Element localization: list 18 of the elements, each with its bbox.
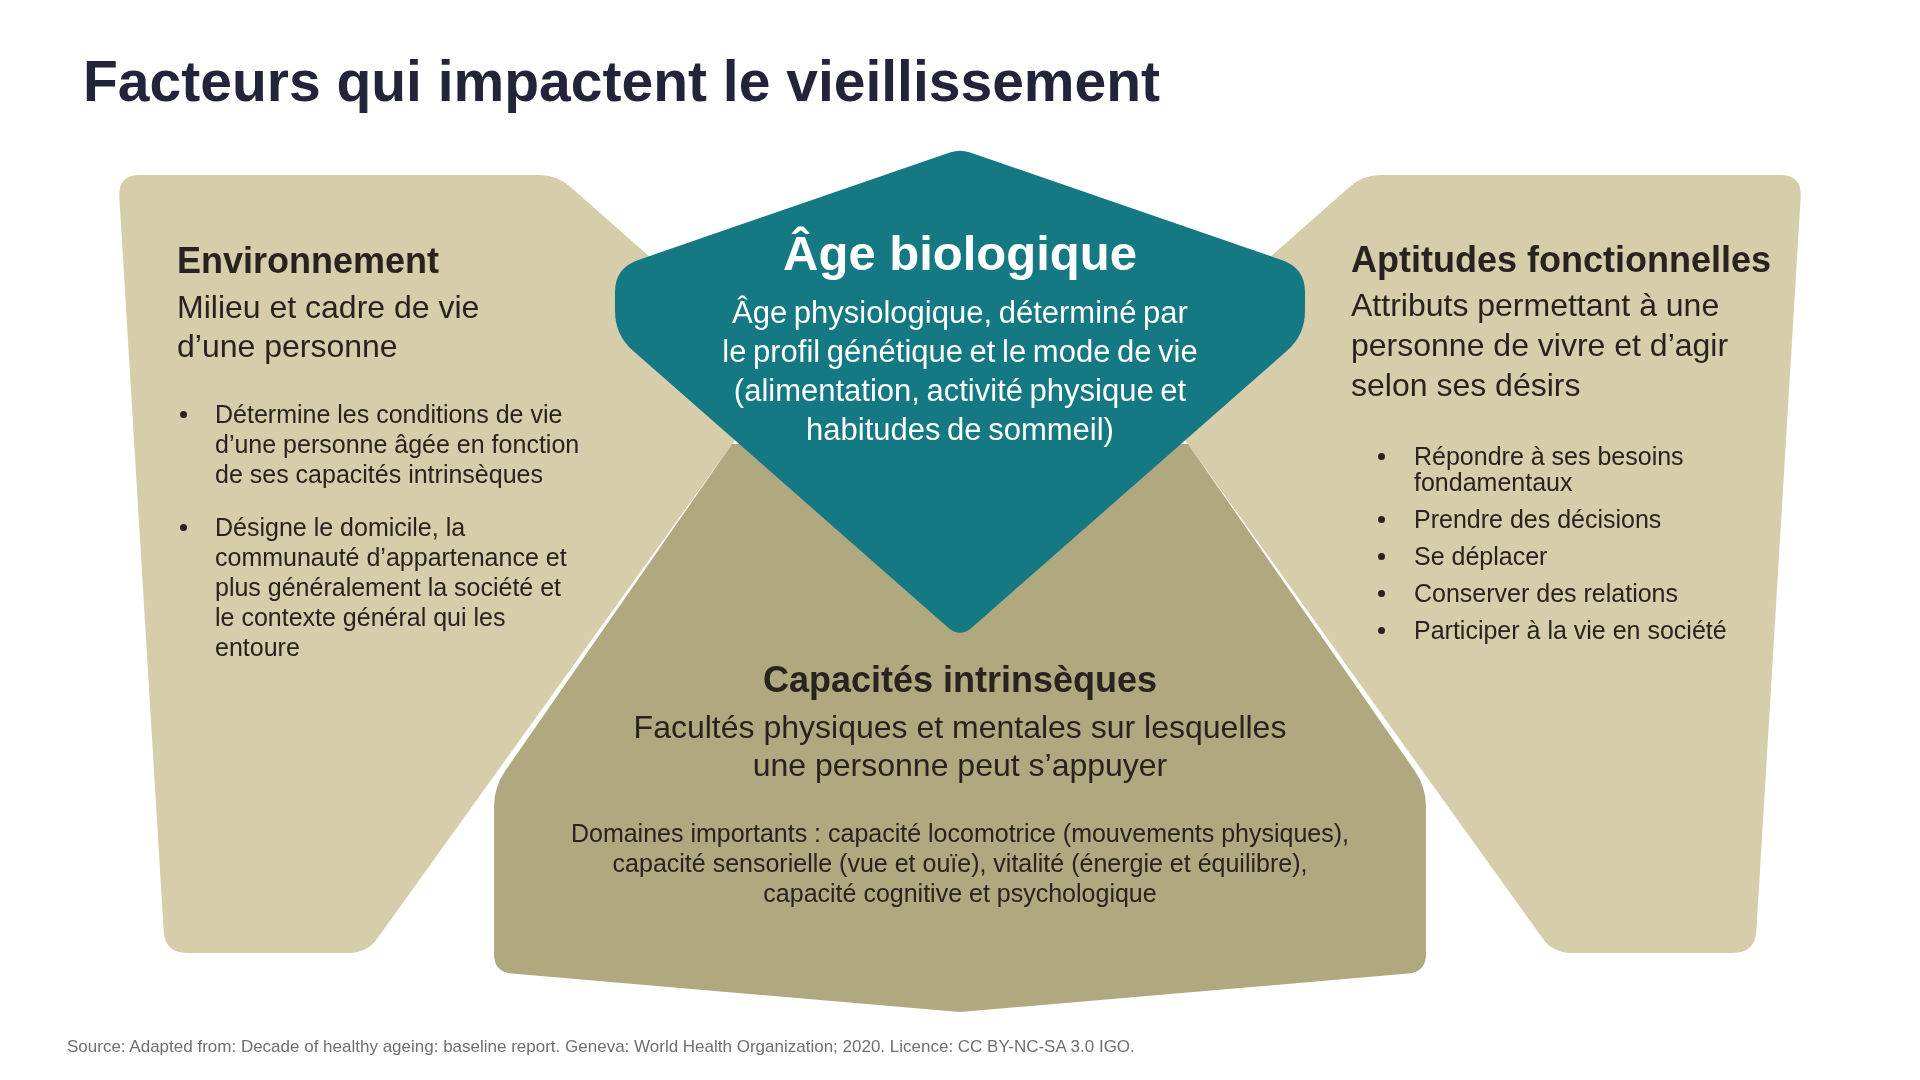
bullet-text: Prendre des décisions — [1414, 506, 1663, 532]
panel-heading: Capacités intrinsèques — [761, 659, 1159, 701]
panel-subtitle: Milieu et cadre de vie d’une personne — [177, 288, 481, 366]
bullet-text: Répondre à ses besoins fondamentaux — [1414, 443, 1685, 495]
bullet-text: Participer à la vie en société — [1414, 617, 1728, 643]
bullet-text: Conserver des relations — [1414, 580, 1679, 606]
bullet-text: Se déplacer — [1414, 543, 1549, 569]
panel-description: Âge physiologique, déterminé par le profil génétique et le mode de vie (alimentation, activité physique et habitudes de sommeil) — [721, 294, 1199, 449]
panel-subtitle: Attributs permettant à une personne de vivre et d’agir selon ses désirs — [1351, 286, 1730, 405]
page-title: Facteurs qui impactent le vieillissement — [83, 48, 1161, 114]
panel-subtitle: Facultés physiques et mentales sur lesquelles une personne peut s’appuyer — [632, 708, 1288, 784]
panel-heading: Environnement — [177, 240, 441, 282]
panel-heading: Aptitudes fonctionnelles — [1351, 239, 1772, 281]
source-note: Source: Adapted from: Decade of healthy ageing: baseline report. Geneva: World Health Organization; 2020. Licence: CC BY-NC-SA 3.0 IGO. — [67, 1037, 1135, 1057]
bullet-text: Détermine les conditions de vie d’une personne âgée en fonction de ses capacités intrinsèques — [215, 399, 581, 489]
bullet-text: Désigne le domicile, la communauté d’appartenance et plus généralement la société et le contexte général qui les entoure — [215, 512, 568, 662]
panel-description: Domaines importants : capacité locomotrice (mouvements physiques), capacité sensorielle (vue et ouïe), vitalité (énergie et équilibre), capacité cognitive et psychologique — [569, 818, 1351, 908]
panel-heading: Âge biologique — [782, 225, 1138, 281]
